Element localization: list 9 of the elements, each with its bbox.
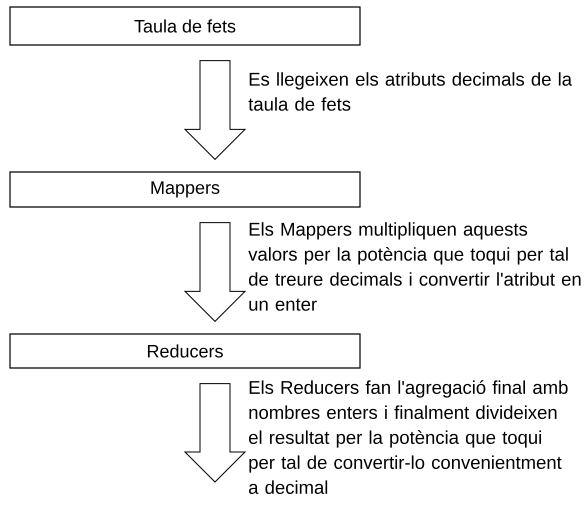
block-arrow [184, 222, 246, 322]
edge-label: Els Reducers fan l'agregació final amb nombres enters i finalment divideixen el resultat per la potència que toqui per tal de convertir-lo convenientment a decimal [248, 380, 568, 494]
edge-label: Es llegeixen els atributs decimals de la taula de fets [248, 72, 572, 111]
block-arrow [184, 60, 246, 160]
process-box: Taula de fets [9, 6, 361, 46]
edge-label: Els Mappers multipliquen aquests valors per la potència que toqui per tal de treure decimals i convertir l'atribut en un enter [248, 222, 581, 311]
block-arrow [184, 383, 246, 483]
process-box: Mappers [9, 171, 361, 208]
process-box: Reducers [9, 333, 361, 369]
